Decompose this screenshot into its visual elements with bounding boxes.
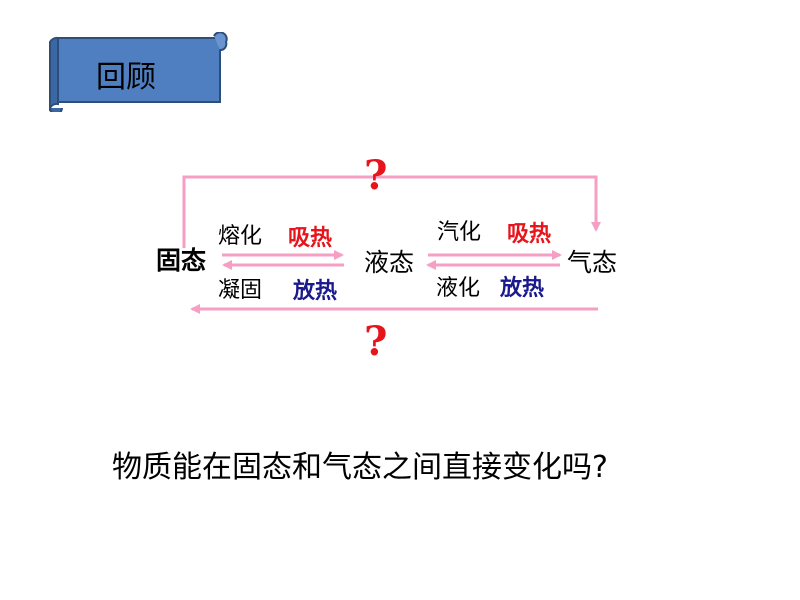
heat-release-solidification: 放热 <box>293 279 338 304</box>
process-liquefaction: 液化 <box>436 276 481 301</box>
heat-absorb-vaporization: 吸热 <box>507 222 552 247</box>
heat-absorb-melting: 吸热 <box>288 226 333 251</box>
sublimation-loop-arrow <box>182 175 601 248</box>
question-text: 物质能在固态和气态之间直接变化吗? <box>112 450 608 485</box>
state-solid: 固态 <box>156 246 207 275</box>
state-gas: 气态 <box>567 248 618 277</box>
question-mark-bottom: ? <box>364 318 388 365</box>
heat-release-liquefaction: 放热 <box>500 276 545 301</box>
process-solidification: 凝固 <box>218 278 263 303</box>
state-liquid: 液态 <box>364 248 415 277</box>
question-mark-top: ? <box>364 152 388 199</box>
title-scroll-banner <box>49 32 228 112</box>
process-melting: 熔化 <box>218 224 263 249</box>
process-vaporization: 汽化 <box>437 220 482 245</box>
banner-title: 回顾 <box>96 60 156 95</box>
